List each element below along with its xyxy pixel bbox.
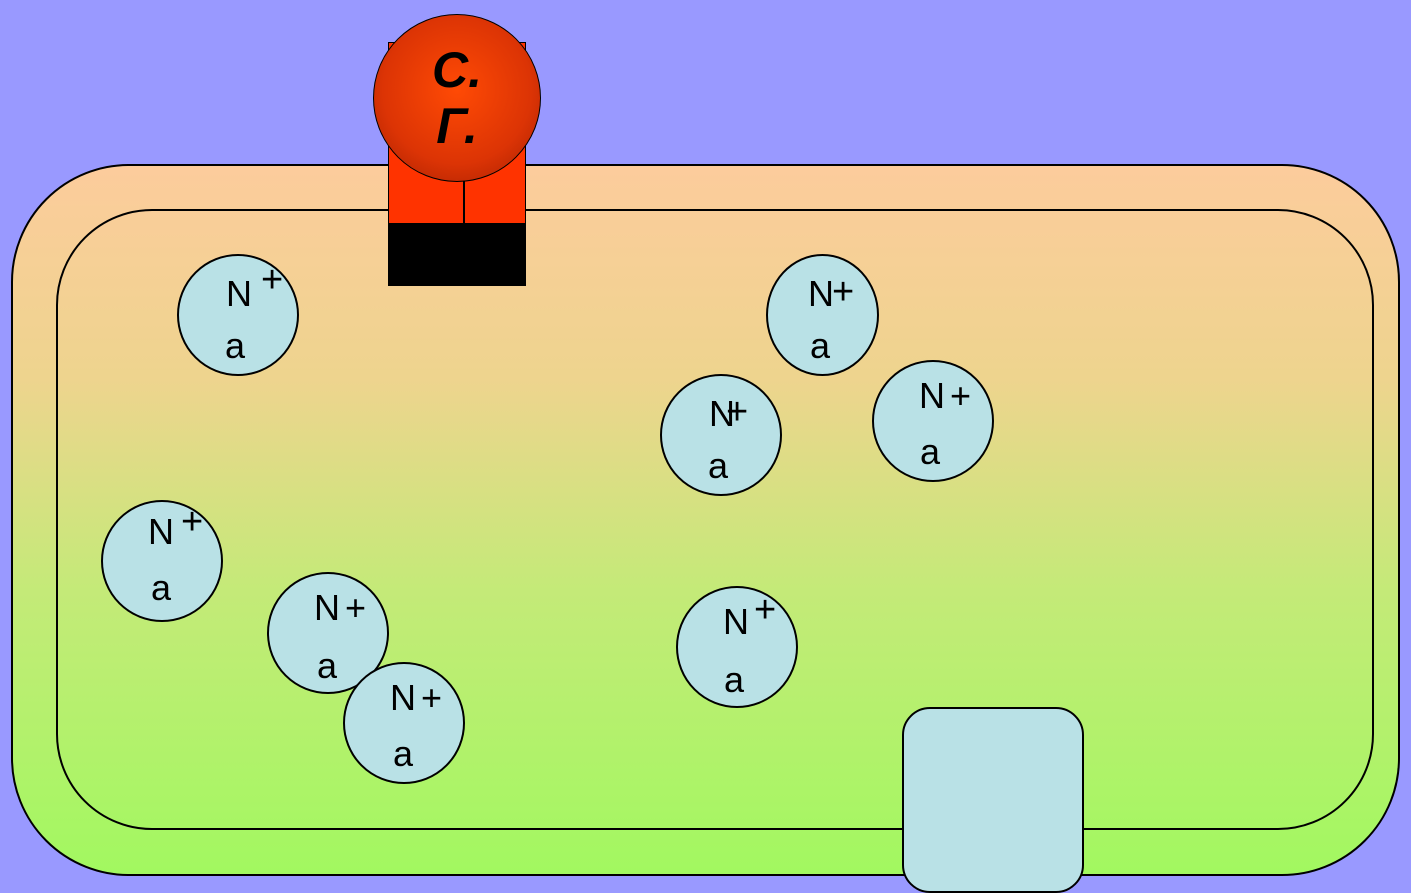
ion-charge: + bbox=[261, 259, 284, 301]
ion-symbol: N bbox=[919, 375, 945, 416]
membrane-pump bbox=[902, 707, 1084, 893]
ion-symbol-suffix: a bbox=[920, 431, 941, 472]
sodium-ion: N + a bbox=[872, 360, 994, 482]
ion-charge: + bbox=[950, 375, 972, 416]
ion-symbol-suffix: a bbox=[317, 645, 338, 686]
ion-symbol-suffix: a bbox=[393, 733, 414, 774]
ion-charge: + bbox=[726, 391, 749, 433]
ion-symbol: N bbox=[390, 677, 416, 718]
ion-symbol-suffix: a bbox=[225, 325, 246, 366]
ion-charge: + bbox=[181, 501, 204, 543]
ion-charge: + bbox=[421, 677, 443, 718]
sodium-ion: N + a bbox=[660, 374, 782, 496]
sodium-ion: N + a bbox=[101, 500, 223, 622]
sodium-ion: N + a bbox=[177, 254, 299, 376]
ion-charge: + bbox=[345, 587, 367, 628]
ion-symbol: N bbox=[709, 393, 735, 434]
toxin-blocker: С. Г. bbox=[373, 14, 541, 182]
channel-gate bbox=[388, 222, 526, 286]
ion-symbol-suffix: a bbox=[708, 445, 729, 486]
cell-membrane-inner bbox=[56, 209, 1374, 830]
ion-symbol: N bbox=[226, 273, 252, 314]
ion-symbol: N bbox=[314, 587, 340, 628]
ion-charge: + bbox=[832, 271, 855, 313]
toxin-label-line2: Г. bbox=[436, 98, 478, 154]
ion-charge: + bbox=[754, 589, 777, 631]
sodium-ion: N + a bbox=[343, 662, 465, 784]
ion-symbol: N bbox=[723, 601, 749, 642]
ion-symbol-suffix: a bbox=[724, 659, 745, 700]
ion-symbol-suffix: a bbox=[151, 567, 172, 608]
ion-symbol: N bbox=[808, 273, 834, 314]
sodium-ion: N + a bbox=[766, 254, 879, 376]
channel-pore-divider bbox=[463, 164, 465, 224]
sodium-ion: N + a bbox=[676, 586, 798, 708]
ion-symbol-suffix: a bbox=[810, 325, 831, 366]
ion-symbol: N bbox=[148, 511, 174, 552]
toxin-label-line1: С. bbox=[432, 42, 482, 98]
